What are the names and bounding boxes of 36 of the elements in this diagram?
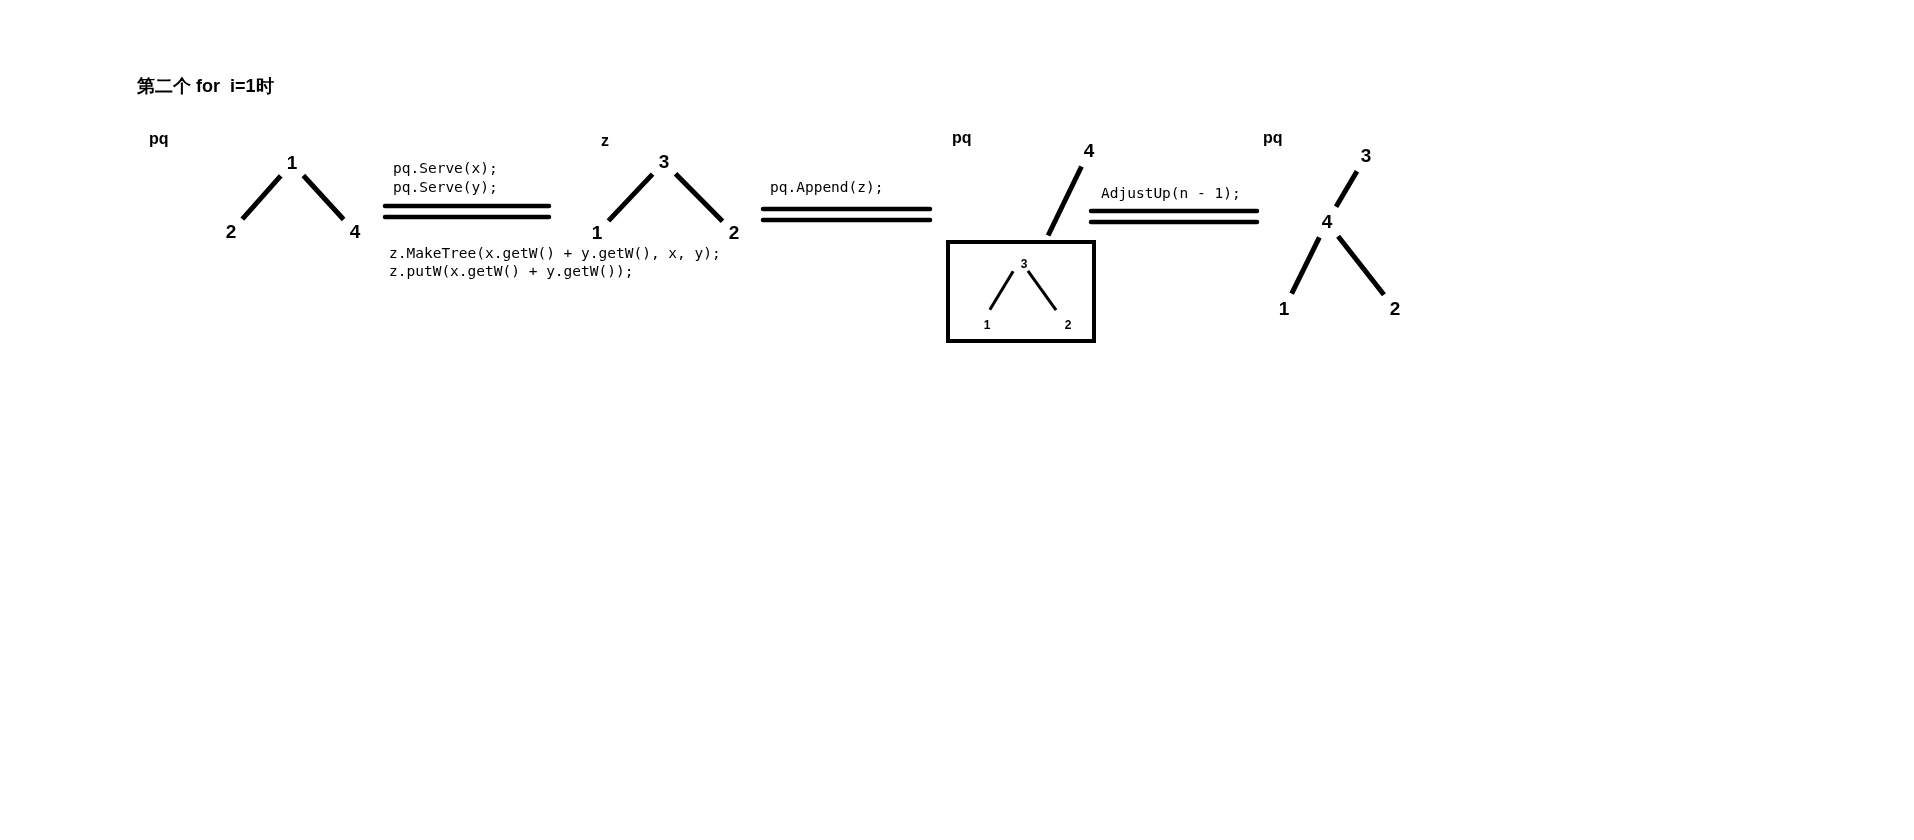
tree-edge [1045,165,1084,237]
tree-node-number: 4 [1081,140,1097,162]
tree-node-number: 3 [1358,145,1374,167]
tree-edge [988,270,1015,311]
code-line: AdjustUp(n - 1); [1101,185,1241,201]
code-line: z.MakeTree(x.getW() + y.getW(), x, y); [389,245,721,261]
tree-edge [606,172,655,223]
tree-edge [1289,236,1322,295]
tree-node-number: 2 [1387,298,1403,320]
tree-node-number: 4 [1319,211,1335,233]
title: 第二个 for i=1时 [137,75,274,98]
tree-node-number: 1 [284,152,300,174]
code-line: pq.Append(z); [770,179,884,195]
tree-edge [1333,170,1360,208]
tree-node-number: 1 [982,318,992,332]
tree-node-number: 1 [1276,298,1292,320]
variable-label: pq [1263,129,1283,147]
tree-node-number: 3 [1019,257,1029,271]
tree-node-number: 2 [223,221,239,243]
tree-edge [673,171,725,224]
frame-box [946,240,1096,343]
tree-node-number: 2 [726,222,742,244]
tree-node-number: 3 [656,151,672,173]
tree-edge [240,174,283,221]
code-line: pq.Serve(x); [393,160,498,176]
tree-edge [301,173,346,222]
tree-node-number: 1 [589,222,605,244]
tree-edge [1026,270,1058,311]
tree-edge [1336,234,1386,297]
variable-label: z [601,132,609,150]
tree-node-number: 2 [1063,318,1073,332]
variable-label: pq [952,129,972,147]
code-line: pq.Serve(y); [393,179,498,195]
variable-label: pq [149,130,169,148]
code-line: z.putW(x.getW() + y.getW()); [389,263,634,279]
tree-node-number: 4 [347,221,363,243]
